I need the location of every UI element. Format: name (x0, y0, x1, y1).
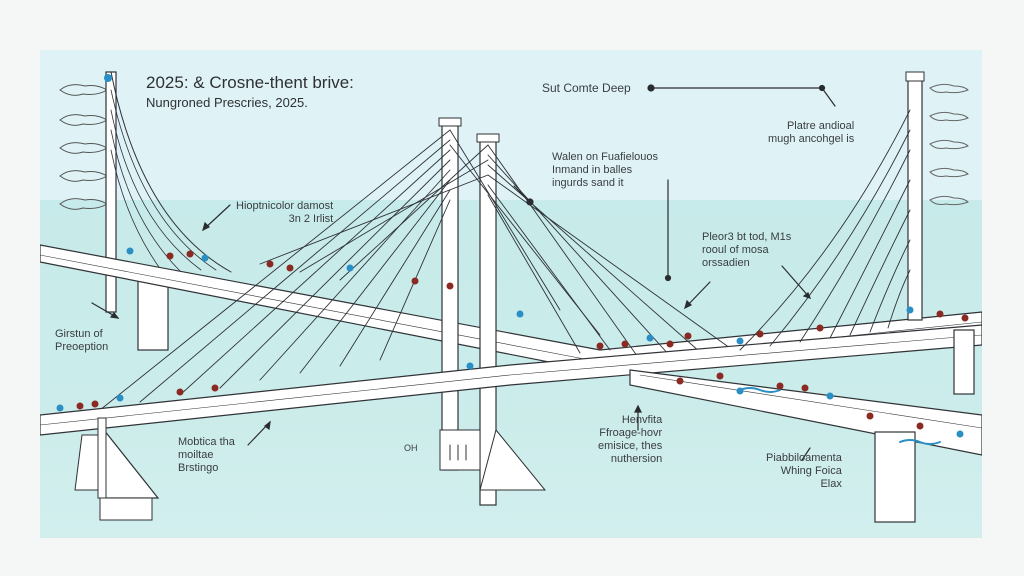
bridge-illustration (40, 71, 982, 523)
pedestrian-icon (91, 400, 99, 408)
pedestrian-icon (466, 362, 474, 370)
pedestrian-icon (816, 324, 824, 332)
pedestrian-icon (76, 402, 84, 410)
wind-streamers-left (59, 84, 108, 210)
annotation-line: 3n 2 Irlist (288, 213, 334, 225)
pedestrian-icon (446, 282, 454, 290)
annotation-center-top: Walen on Fuafielouos Inmand in balles in… (552, 151, 658, 190)
annotation-line: Pleor3 bt tod, M1s (702, 231, 792, 243)
pedestrian-icon (736, 387, 744, 395)
pedestrian-icon (286, 264, 294, 272)
annotation-top-center: Sut Comte Deep (542, 81, 631, 95)
diagram-title: 2025: & Crosne-thent brive: Nungroned Pr… (146, 72, 354, 112)
lower-deck (40, 324, 982, 436)
pedestrian-icon (961, 314, 969, 322)
pedestrian-icon (56, 404, 64, 412)
title-line-1: 2025: & Crosne-thent brive: (146, 73, 354, 92)
pedestrian-icon (116, 394, 124, 402)
pedestrian-icon (756, 330, 764, 338)
annotation-line: Platre andioal (786, 120, 855, 132)
annotation-line: Henvfita (621, 414, 663, 426)
annotation-bottom-left: Mobtica tha moiltae Brstingo (178, 436, 235, 475)
annotation-left-lower: Girstun of Preoeption (55, 328, 108, 354)
pedestrian-icon (666, 340, 674, 348)
annotation-line: Ffroage-hovr (599, 427, 663, 439)
annotation-left-upper: Hioptnicolor damost 3n 2 Irlist (236, 200, 333, 226)
annotation-line: ingurds sand it (552, 177, 624, 189)
annotation-leaders (91, 84, 836, 461)
pedestrian-icon (936, 310, 944, 318)
pedestrian-icon (596, 342, 604, 350)
annotation-line: Mobtica tha (178, 436, 235, 448)
pedestrian-icon (621, 340, 629, 348)
annotation-right-middle: Pleor3 bt tod, M1s rooul of mosa orssadi… (702, 231, 791, 270)
annotation-line: orssadien (702, 257, 750, 269)
pedestrians (56, 247, 969, 438)
annotation-line: Elax (820, 478, 842, 490)
pedestrian-icon (186, 250, 194, 258)
annotation-line: Piabbiloamenta (766, 452, 842, 464)
annotation-bottom-tower: OH (404, 443, 418, 453)
diagram-frame: 2025: & Crosne-thent brive: Nungroned Pr… (40, 50, 982, 538)
pedestrian-icon (411, 277, 419, 285)
left-pier (74, 417, 160, 521)
pedestrian-icon (346, 264, 354, 272)
annotation-line: Walen on Fuafielouos (552, 151, 658, 163)
annotation-line: moiltae (178, 449, 214, 461)
pedestrian-icon (646, 334, 654, 342)
pedestrian-icon (916, 422, 924, 430)
pedestrian-icon (516, 310, 524, 318)
title-line-2: Nungroned Prescries, 2025. (146, 95, 308, 110)
right-tower (739, 71, 975, 395)
pedestrian-icon (684, 332, 692, 340)
annotation-line: rooul of mosa (702, 244, 769, 256)
pedestrian-icon (801, 384, 809, 392)
pedestrian-icon (776, 382, 784, 390)
pedestrian-icon (176, 388, 184, 396)
annotation-bottom-center: Henvfita Ffroage-hovr emisice, thes nuth… (598, 414, 662, 466)
annotation-line: Whing Foica (780, 465, 842, 477)
wind-streamers-right (929, 83, 969, 206)
pedestrian-icon (201, 254, 209, 262)
annotation-bottom-right: Piabbiloamenta Whing Foica Elax (766, 452, 842, 491)
pedestrian-icon (211, 384, 219, 392)
pedestrian-icon (736, 337, 744, 345)
pedestrian-icon (716, 372, 724, 380)
annotation-line: Girstun of (55, 328, 103, 340)
pedestrian-icon (866, 412, 874, 420)
pedestrian-icon (956, 430, 964, 438)
annotation-line: Preoeption (55, 341, 109, 353)
center-cables (99, 129, 731, 411)
left-tower (104, 71, 232, 351)
annotation-line: Hioptnicolor damost (236, 200, 334, 212)
pedestrian-icon (906, 306, 914, 314)
annotation-line: emisice, thes (598, 440, 663, 452)
pedestrian-icon (826, 392, 834, 400)
pedestrian-icon (166, 252, 174, 260)
pedestrian-icon (126, 247, 134, 255)
right-lower-deck (629, 369, 982, 523)
annotation-line: nuthersion (610, 453, 663, 465)
annotation-line: Brstingo (178, 462, 219, 474)
annotation-top-right: Platre andioal mugh ancohgel is (768, 120, 854, 146)
center-tower (438, 117, 547, 506)
pedestrian-icon (676, 377, 684, 385)
annotation-line: mugh ancohgel is (768, 133, 855, 145)
pedestrian-icon (266, 260, 274, 268)
annotation-line: Inmand in balles (552, 164, 633, 176)
